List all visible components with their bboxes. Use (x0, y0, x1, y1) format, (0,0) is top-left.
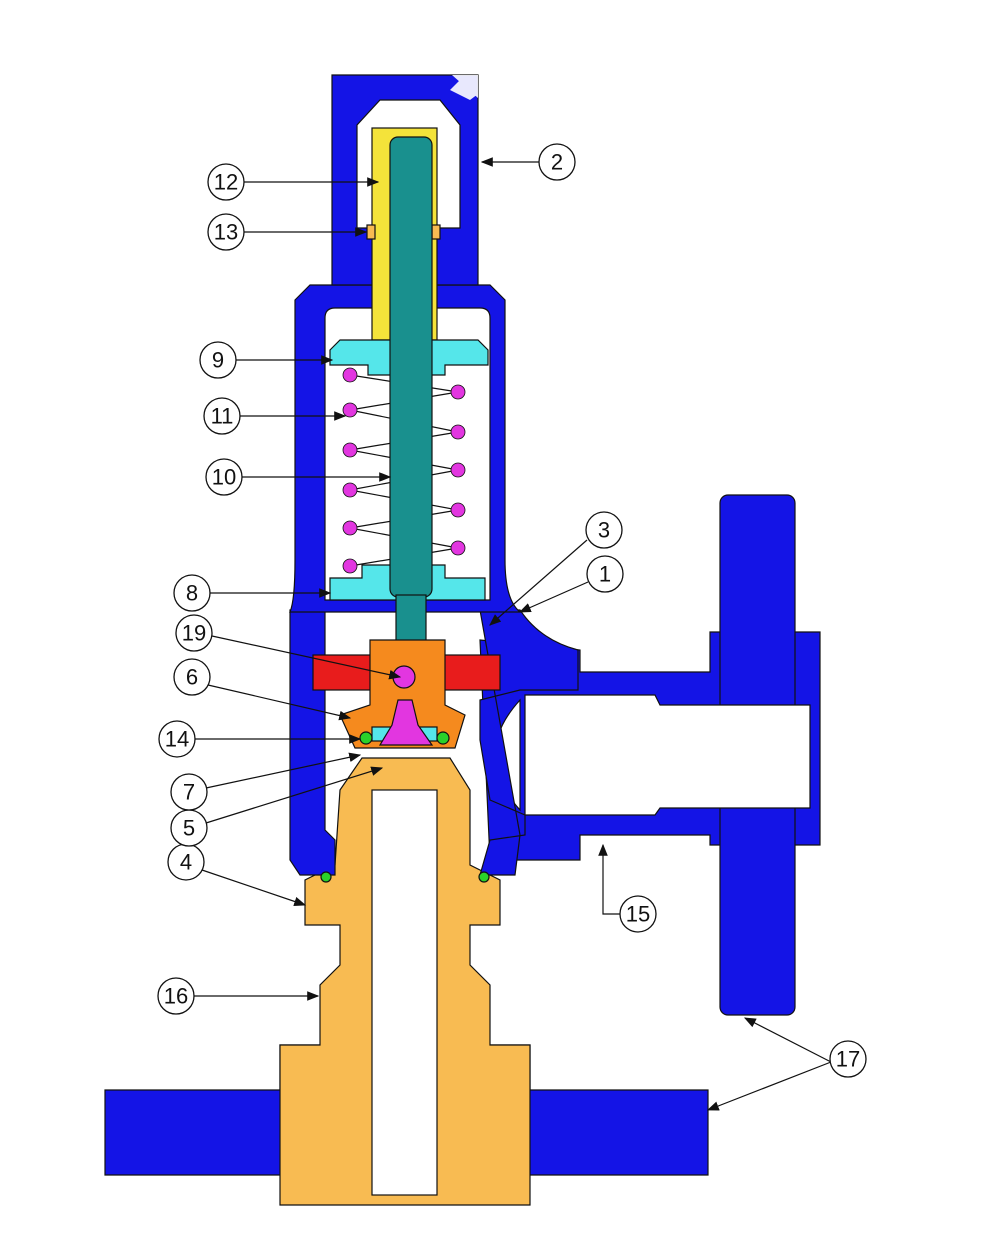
svg-text:13: 13 (214, 220, 238, 245)
svg-text:10: 10 (212, 465, 236, 490)
cap-hatch (450, 75, 478, 100)
svg-text:8: 8 (186, 581, 198, 606)
svg-text:15: 15 (626, 902, 650, 927)
callout-3: 3 (585, 511, 623, 549)
callout-12: 12 (207, 163, 245, 201)
svg-text:16: 16 (164, 984, 188, 1009)
valve-body-right (479, 609, 579, 876)
spindle (389, 136, 433, 598)
callout-8: 8 (173, 574, 211, 612)
o-ring-left (359, 731, 373, 745)
valve-body-left (289, 609, 336, 876)
disc (378, 699, 434, 746)
inlet-bore (371, 789, 438, 1196)
callout-1: 1 (586, 555, 624, 593)
svg-text:6: 6 (186, 665, 198, 690)
svg-text:14: 14 (165, 727, 189, 752)
callout-7: 7 (170, 773, 208, 811)
disc-holder (339, 639, 466, 749)
callout-9: 9 (199, 341, 237, 379)
callout-11: 11 (203, 397, 241, 435)
svg-text:11: 11 (211, 404, 234, 429)
ball (392, 665, 416, 689)
spring-coil-sections (342, 367, 466, 574)
callout-4: 4 (167, 843, 205, 881)
callout-5: 5 (170, 809, 208, 847)
callout-19: 19 (175, 614, 213, 652)
callout-14: 14 (158, 720, 196, 758)
svg-text:9: 9 (212, 348, 224, 373)
svg-text:12: 12 (214, 170, 238, 195)
callout-13: 13 (207, 213, 245, 251)
callout-2: 2 (538, 143, 576, 181)
callout-16: 16 (157, 977, 195, 1015)
callout-17: 17 (829, 1040, 867, 1078)
svg-text:3: 3 (598, 518, 610, 543)
svg-text:2: 2 (551, 150, 563, 175)
outlet-bore (524, 694, 811, 816)
callout-6: 6 (173, 658, 211, 696)
leader-lines (194, 157, 832, 1111)
svg-text:19: 19 (182, 621, 206, 646)
o-ring-right (436, 731, 450, 745)
svg-text:1: 1 (599, 562, 611, 587)
callout-15: 15 (619, 895, 657, 933)
svg-text:4: 4 (180, 850, 192, 875)
svg-text:17: 17 (836, 1047, 860, 1072)
callout-10: 10 (205, 458, 243, 496)
svg-text:7: 7 (183, 780, 195, 805)
svg-text:5: 5 (183, 816, 195, 841)
